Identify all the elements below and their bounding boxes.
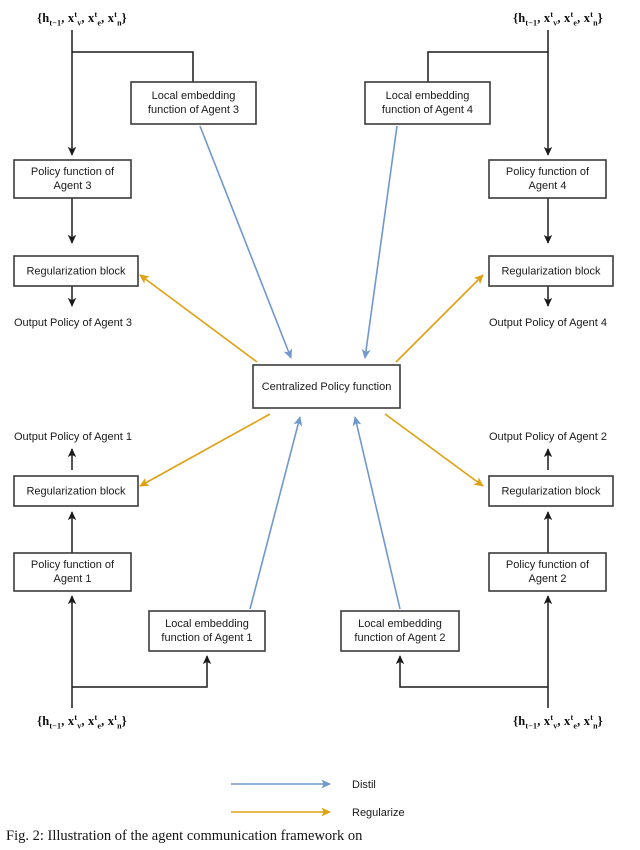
- agent-2-policy-function-label-line2: Agent 2: [529, 573, 567, 585]
- agent-3-policy-function-box[interactable]: Policy function of Agent 3: [13, 159, 132, 199]
- agent-4-policy-function-label-line1: Policy function of: [506, 166, 590, 178]
- regularize-arrow-agent-2: [384, 413, 484, 487]
- legend-item-distil: Distil: [231, 779, 376, 791]
- legend: Distil Regularize: [231, 779, 405, 819]
- agent-3-local-embedding-box[interactable]: Local embedding function of Agent 3: [130, 81, 257, 125]
- agent-1-output-policy-label: Output Policy of Agent 1: [14, 431, 132, 443]
- agent-4-output-policy-label: Output Policy of Agent 4: [489, 317, 607, 329]
- agent-4-regularization-label: Regularization block: [501, 265, 601, 277]
- distil-arrow-agent-1: [249, 416, 303, 610]
- agent-2-flow: [395, 448, 553, 708]
- agent-3-flow: [67, 30, 194, 307]
- agent-2-local-embedding-label-line2: function of Agent 2: [354, 632, 445, 644]
- agent-1-policy-function-label-line2: Agent 1: [54, 573, 92, 585]
- legend-item-regularize: Regularize: [231, 807, 405, 819]
- agent-3-policy-function-label-line1: Policy function of: [31, 166, 115, 178]
- agent-3-regularization-label: Regularization block: [26, 265, 126, 277]
- agent-2-regularization-block[interactable]: Regularization block: [488, 475, 614, 507]
- distil-arrows: [199, 125, 401, 610]
- agent-2-input-to-embedding-arrow: [395, 655, 548, 688]
- agent-1-regularization-block[interactable]: Regularization block: [13, 475, 139, 507]
- agent-4-local-embedding-box[interactable]: Local embedding function of Agent 4: [364, 81, 491, 125]
- agent-4-input-to-embedding-line: [427, 51, 548, 82]
- agent-4-local-embedding-label-line1: Local embedding: [386, 90, 470, 102]
- regularize-arrow-agent-1: [139, 413, 271, 487]
- legend-label-distil: Distil: [352, 779, 376, 791]
- agent-4-local-embedding-label-line2: function of Agent 4: [382, 104, 473, 116]
- agent-3-local-embedding-label-line2: function of Agent 3: [148, 104, 239, 116]
- agent-4-input-label: {ht−1, xtv, xte, xtn}: [513, 10, 603, 28]
- distil-arrow-agent-2: [352, 416, 401, 610]
- agent-3-local-embedding-label-line1: Local embedding: [152, 90, 236, 102]
- agent-1-regularization-label: Regularization block: [26, 485, 126, 497]
- centralized-policy-function-label: Centralized Policy function: [262, 381, 392, 393]
- regularize-arrows: [139, 274, 484, 487]
- agent-2-local-embedding-label-line1: Local embedding: [358, 618, 442, 630]
- agent-1-local-embedding-label-line2: function of Agent 1: [161, 632, 252, 644]
- agent-4-regularization-block[interactable]: Regularization block: [488, 255, 614, 287]
- agent-1-policy-function-box[interactable]: Policy function of Agent 1: [13, 552, 132, 592]
- distil-arrow-agent-4: [361, 125, 398, 359]
- agent-1-local-embedding-label-line1: Local embedding: [165, 618, 249, 630]
- agent-1-input-to-embedding-arrow: [72, 655, 212, 688]
- agent-2-local-embedding-box[interactable]: Local embedding function of Agent 2: [340, 610, 460, 652]
- agent-1-policy-function-label-line1: Policy function of: [31, 559, 115, 571]
- agent-4-policy-function-label-line2: Agent 4: [529, 180, 567, 192]
- distil-arrow-agent-3: [199, 125, 293, 359]
- agent-4-policy-function-box[interactable]: Policy function of Agent 4: [488, 159, 607, 199]
- regularize-arrow-agent-3: [139, 274, 258, 363]
- agent-2-output-policy-label: Output Policy of Agent 2: [489, 431, 607, 443]
- agent-3-input-label: {ht−1, xtv, xte, xtn}: [37, 10, 127, 28]
- agent-2-policy-function-label-line1: Policy function of: [506, 559, 590, 571]
- agent-3-regularization-block[interactable]: Regularization block: [13, 255, 139, 287]
- agent-1-flow: [67, 448, 212, 708]
- centralized-policy-function-box[interactable]: Centralized Policy function: [252, 364, 401, 409]
- figure-caption: Fig. 2: Illustration of the agent commun…: [6, 828, 363, 844]
- agent-3-input-to-embedding-line: [72, 51, 194, 82]
- agent-2-input-label: {ht−1, xtv, xte, xtn}: [513, 713, 603, 731]
- agent-1-local-embedding-box[interactable]: Local embedding function of Agent 1: [148, 610, 266, 652]
- agent-2-regularization-label: Regularization block: [501, 485, 601, 497]
- legend-label-regularize: Regularize: [352, 807, 405, 819]
- agent-3-policy-function-label-line2: Agent 3: [54, 180, 92, 192]
- agent-2-policy-function-box[interactable]: Policy function of Agent 2: [488, 552, 607, 592]
- regularize-arrow-agent-4: [395, 274, 484, 363]
- agent-1-input-label: {ht−1, xtv, xte, xtn}: [37, 713, 127, 731]
- agent-3-output-policy-label: Output Policy of Agent 3: [14, 317, 132, 329]
- agent-4-flow: [427, 30, 553, 307]
